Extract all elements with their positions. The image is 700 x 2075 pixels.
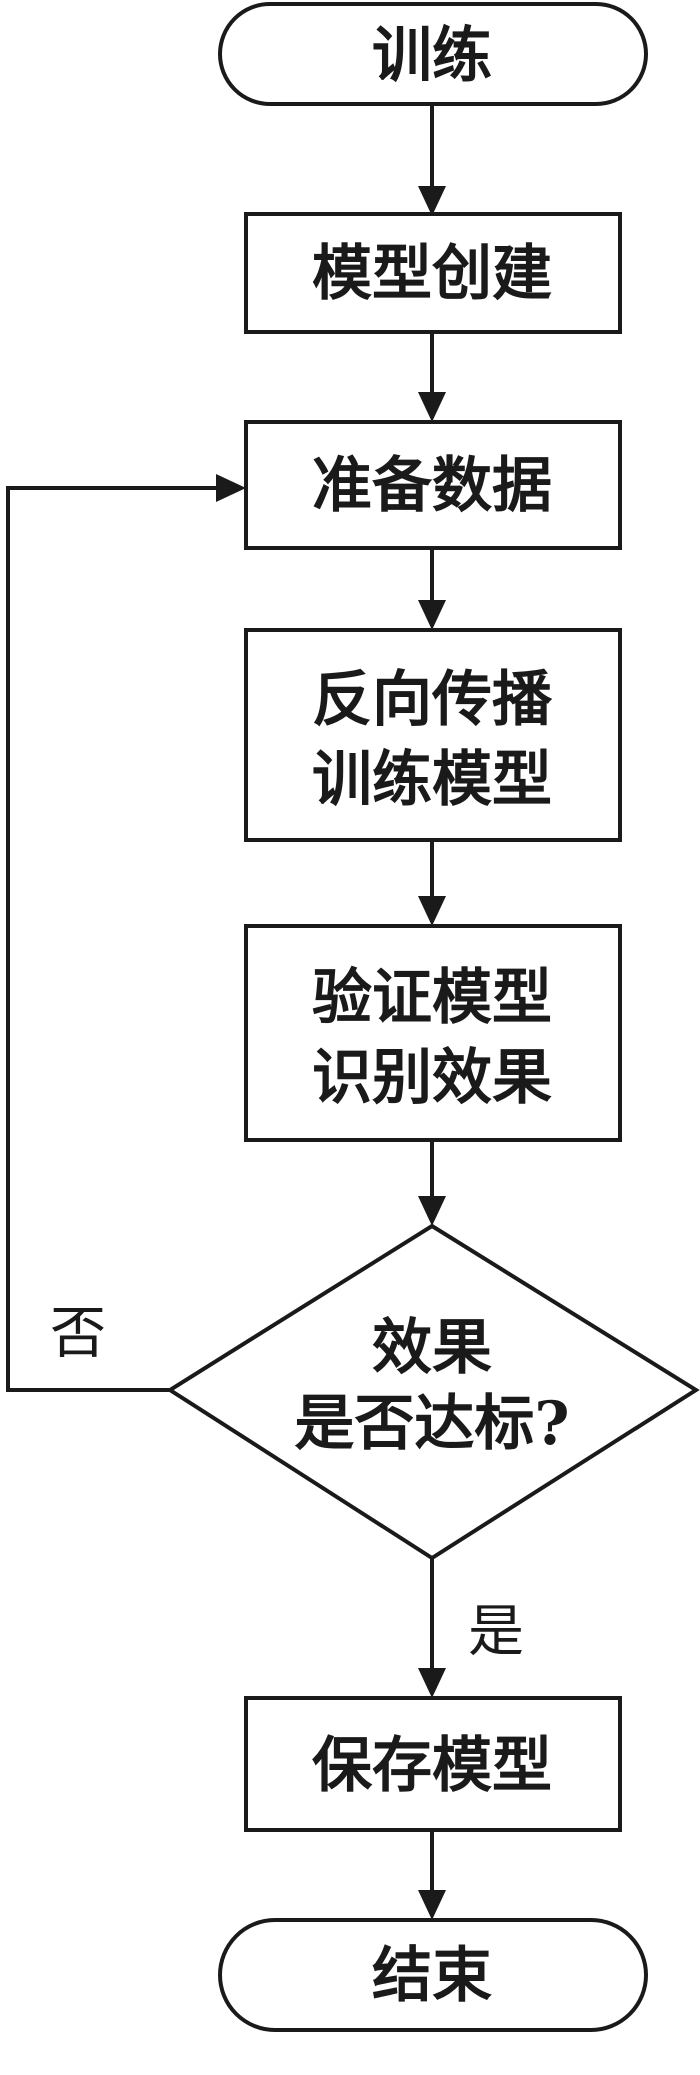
validate-node: 验证模型 识别效果 <box>244 924 622 1142</box>
backprop-label-line1: 反向传播 <box>312 665 553 735</box>
arrowhead <box>418 392 446 422</box>
decision-node: 效果 是否达标? <box>166 1223 700 1561</box>
validate-label-line2: 识别效果 <box>312 1043 552 1113</box>
connectors <box>6 104 446 1920</box>
backprop-label-line2: 训练模型 <box>312 745 552 815</box>
start-label: 训练 <box>372 21 492 91</box>
no-edge-label: 否 <box>50 1302 106 1367</box>
end-node: 结束 <box>218 1918 648 2032</box>
start-node: 训练 <box>218 2 648 106</box>
edge-decision-no-loop <box>6 486 226 1392</box>
backprop-node: 反向传播 训练模型 <box>244 628 622 842</box>
end-label: 结束 <box>372 1941 492 2011</box>
decision-label-line2: 是否达标? <box>294 1389 569 1459</box>
arrowhead <box>418 896 446 926</box>
save-model-label: 保存模型 <box>312 1731 552 1801</box>
arrowhead <box>216 474 246 502</box>
decision-label-line1: 效果 <box>372 1313 492 1383</box>
arrowhead <box>418 1196 446 1226</box>
prepare-data-node: 准备数据 <box>244 420 622 550</box>
arrowhead <box>418 600 446 630</box>
arrowhead <box>418 1890 446 1920</box>
arrowhead <box>418 1668 446 1698</box>
create-model-label: 模型创建 <box>312 239 552 309</box>
validate-label-line1: 验证模型 <box>312 963 552 1033</box>
yes-edge-label: 是 <box>468 1600 524 1665</box>
save-model-node: 保存模型 <box>244 1696 622 1832</box>
arrowhead <box>418 186 446 216</box>
create-model-node: 模型创建 <box>244 212 622 334</box>
prepare-data-label: 准备数据 <box>312 451 552 521</box>
